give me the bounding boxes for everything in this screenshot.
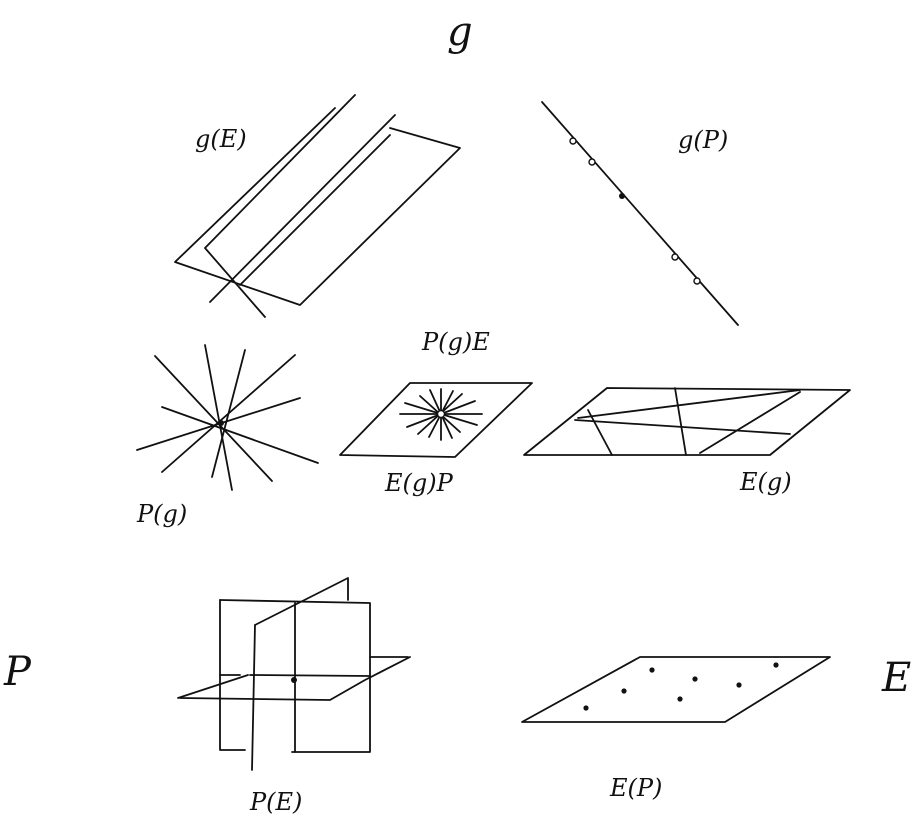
field-of-points-figure — [521, 656, 831, 723]
horizontal-plane-outline — [249, 674, 371, 677]
plane-parallelogram — [521, 656, 831, 723]
plane-inner-line — [239, 134, 391, 286]
label-p-e: P(E) — [250, 788, 303, 816]
flat-pencil-figure — [339, 382, 533, 458]
plane-point — [649, 667, 655, 673]
star-line — [204, 344, 233, 491]
label-e: E — [882, 655, 912, 701]
vertical-plane-outline — [219, 599, 371, 753]
field-of-lines-figure — [523, 387, 851, 456]
plane-field-line — [574, 419, 791, 435]
plane-front-outline — [174, 107, 461, 306]
line-point — [693, 277, 701, 285]
plane-field-line — [674, 387, 687, 456]
plane-point — [692, 676, 698, 682]
label-e-p: E(P) — [610, 774, 663, 802]
plane-point — [736, 682, 742, 688]
label-p: P — [4, 649, 31, 695]
bundle-of-planes-figure — [177, 577, 411, 771]
plane-point — [677, 696, 683, 702]
common-axis-line — [209, 114, 396, 303]
label-p-g: P(g) — [137, 500, 188, 528]
vertical-plane-edge — [251, 624, 256, 771]
plane-point — [773, 662, 779, 668]
plane-parallelogram — [523, 387, 851, 456]
plane-field-line — [699, 391, 801, 454]
line-point — [671, 253, 679, 261]
label-p-g-e: P(g)E — [422, 328, 490, 356]
plane-back-outline — [204, 94, 356, 318]
plane-point — [621, 688, 627, 694]
horizontal-plane-outline — [179, 656, 411, 701]
line-point — [569, 137, 577, 145]
star-of-lines-figure — [136, 344, 319, 491]
bundle-center-point — [291, 677, 297, 683]
label-e-g: E(g) — [740, 468, 792, 496]
horizontal-plane-outline — [177, 674, 249, 699]
star-center-point — [218, 420, 224, 426]
range-of-points-figure — [541, 101, 739, 326]
label-g: g — [447, 9, 473, 55]
vertical-plane-outline — [219, 599, 246, 751]
label-e-g-p: E(g)P — [385, 469, 453, 497]
plane-point — [583, 705, 589, 711]
pencil-of-planes-figure — [174, 94, 461, 318]
line-point — [619, 193, 625, 199]
line-point — [588, 158, 596, 166]
star-line — [161, 406, 319, 464]
star-line — [154, 355, 273, 482]
label-g-e: g(E) — [195, 125, 247, 153]
label-g-p: g(P) — [678, 126, 729, 154]
pencil-center-point — [436, 409, 446, 419]
plane-field-line — [587, 409, 613, 456]
plane-field-line — [577, 389, 801, 419]
vertical-plane-outline — [254, 577, 349, 626]
plane-parallelogram — [339, 382, 533, 458]
star-line — [211, 349, 246, 478]
